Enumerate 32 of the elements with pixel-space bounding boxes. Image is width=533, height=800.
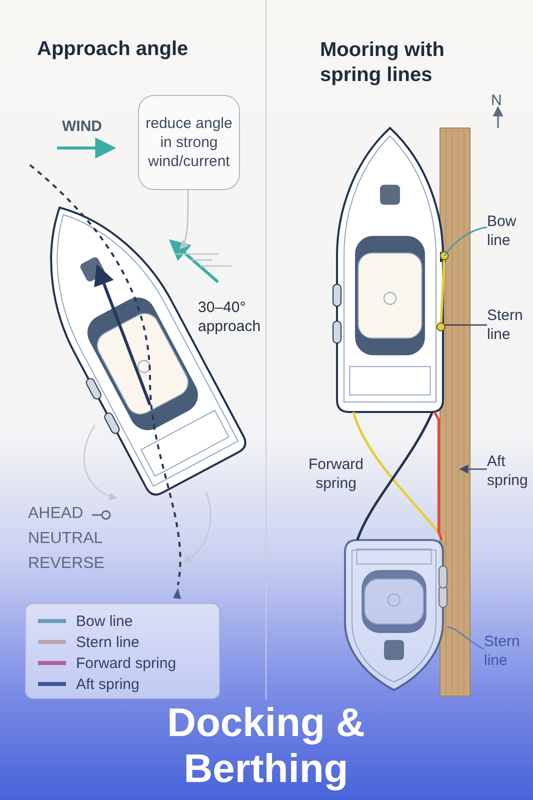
leader-line: [444, 226, 488, 256]
mooring-rope: [434, 411, 444, 540]
throttle-label: REVERSE: [28, 555, 104, 573]
legend-label: Bow line: [76, 612, 133, 631]
boat-drawing: [344, 539, 448, 691]
north-label: N: [491, 92, 502, 109]
callout-box: reduce angle in strong wind/current: [138, 95, 240, 190]
legend-label: Stern line: [76, 633, 140, 652]
callout-label: Forward spring: [296, 455, 376, 493]
title: Docking & Berthing: [166, 700, 366, 792]
legend-label: Aft spring: [76, 675, 140, 694]
leader-line: [459, 464, 487, 474]
callout-label: Bow line: [487, 212, 531, 250]
callout-label: Aft spring: [487, 452, 533, 490]
callout-label: Stern line: [484, 632, 528, 670]
leader-line: [444, 324, 487, 326]
leader-line: [446, 626, 484, 650]
throttle-label: NEUTRAL: [28, 530, 103, 548]
angle-label: 30–40° approach: [198, 298, 262, 336]
mooring-rope: [356, 411, 434, 540]
wind-label: WIND: [62, 118, 102, 135]
panel-heading: Approach angle: [37, 38, 188, 61]
mooring-rope: [436, 251, 449, 332]
panel-heading: Mooring with spring lines: [320, 38, 446, 88]
leader-line: [180, 190, 189, 250]
dock-drawing: [440, 128, 470, 696]
water-ripples-drawing: [175, 253, 232, 267]
throttle-label: AHEAD: [28, 505, 84, 523]
legend-label: Forward spring: [76, 654, 176, 673]
mooring-rope: [352, 412, 445, 541]
boat-drawing: [332, 127, 446, 413]
callout-label: Stern line: [487, 306, 531, 344]
